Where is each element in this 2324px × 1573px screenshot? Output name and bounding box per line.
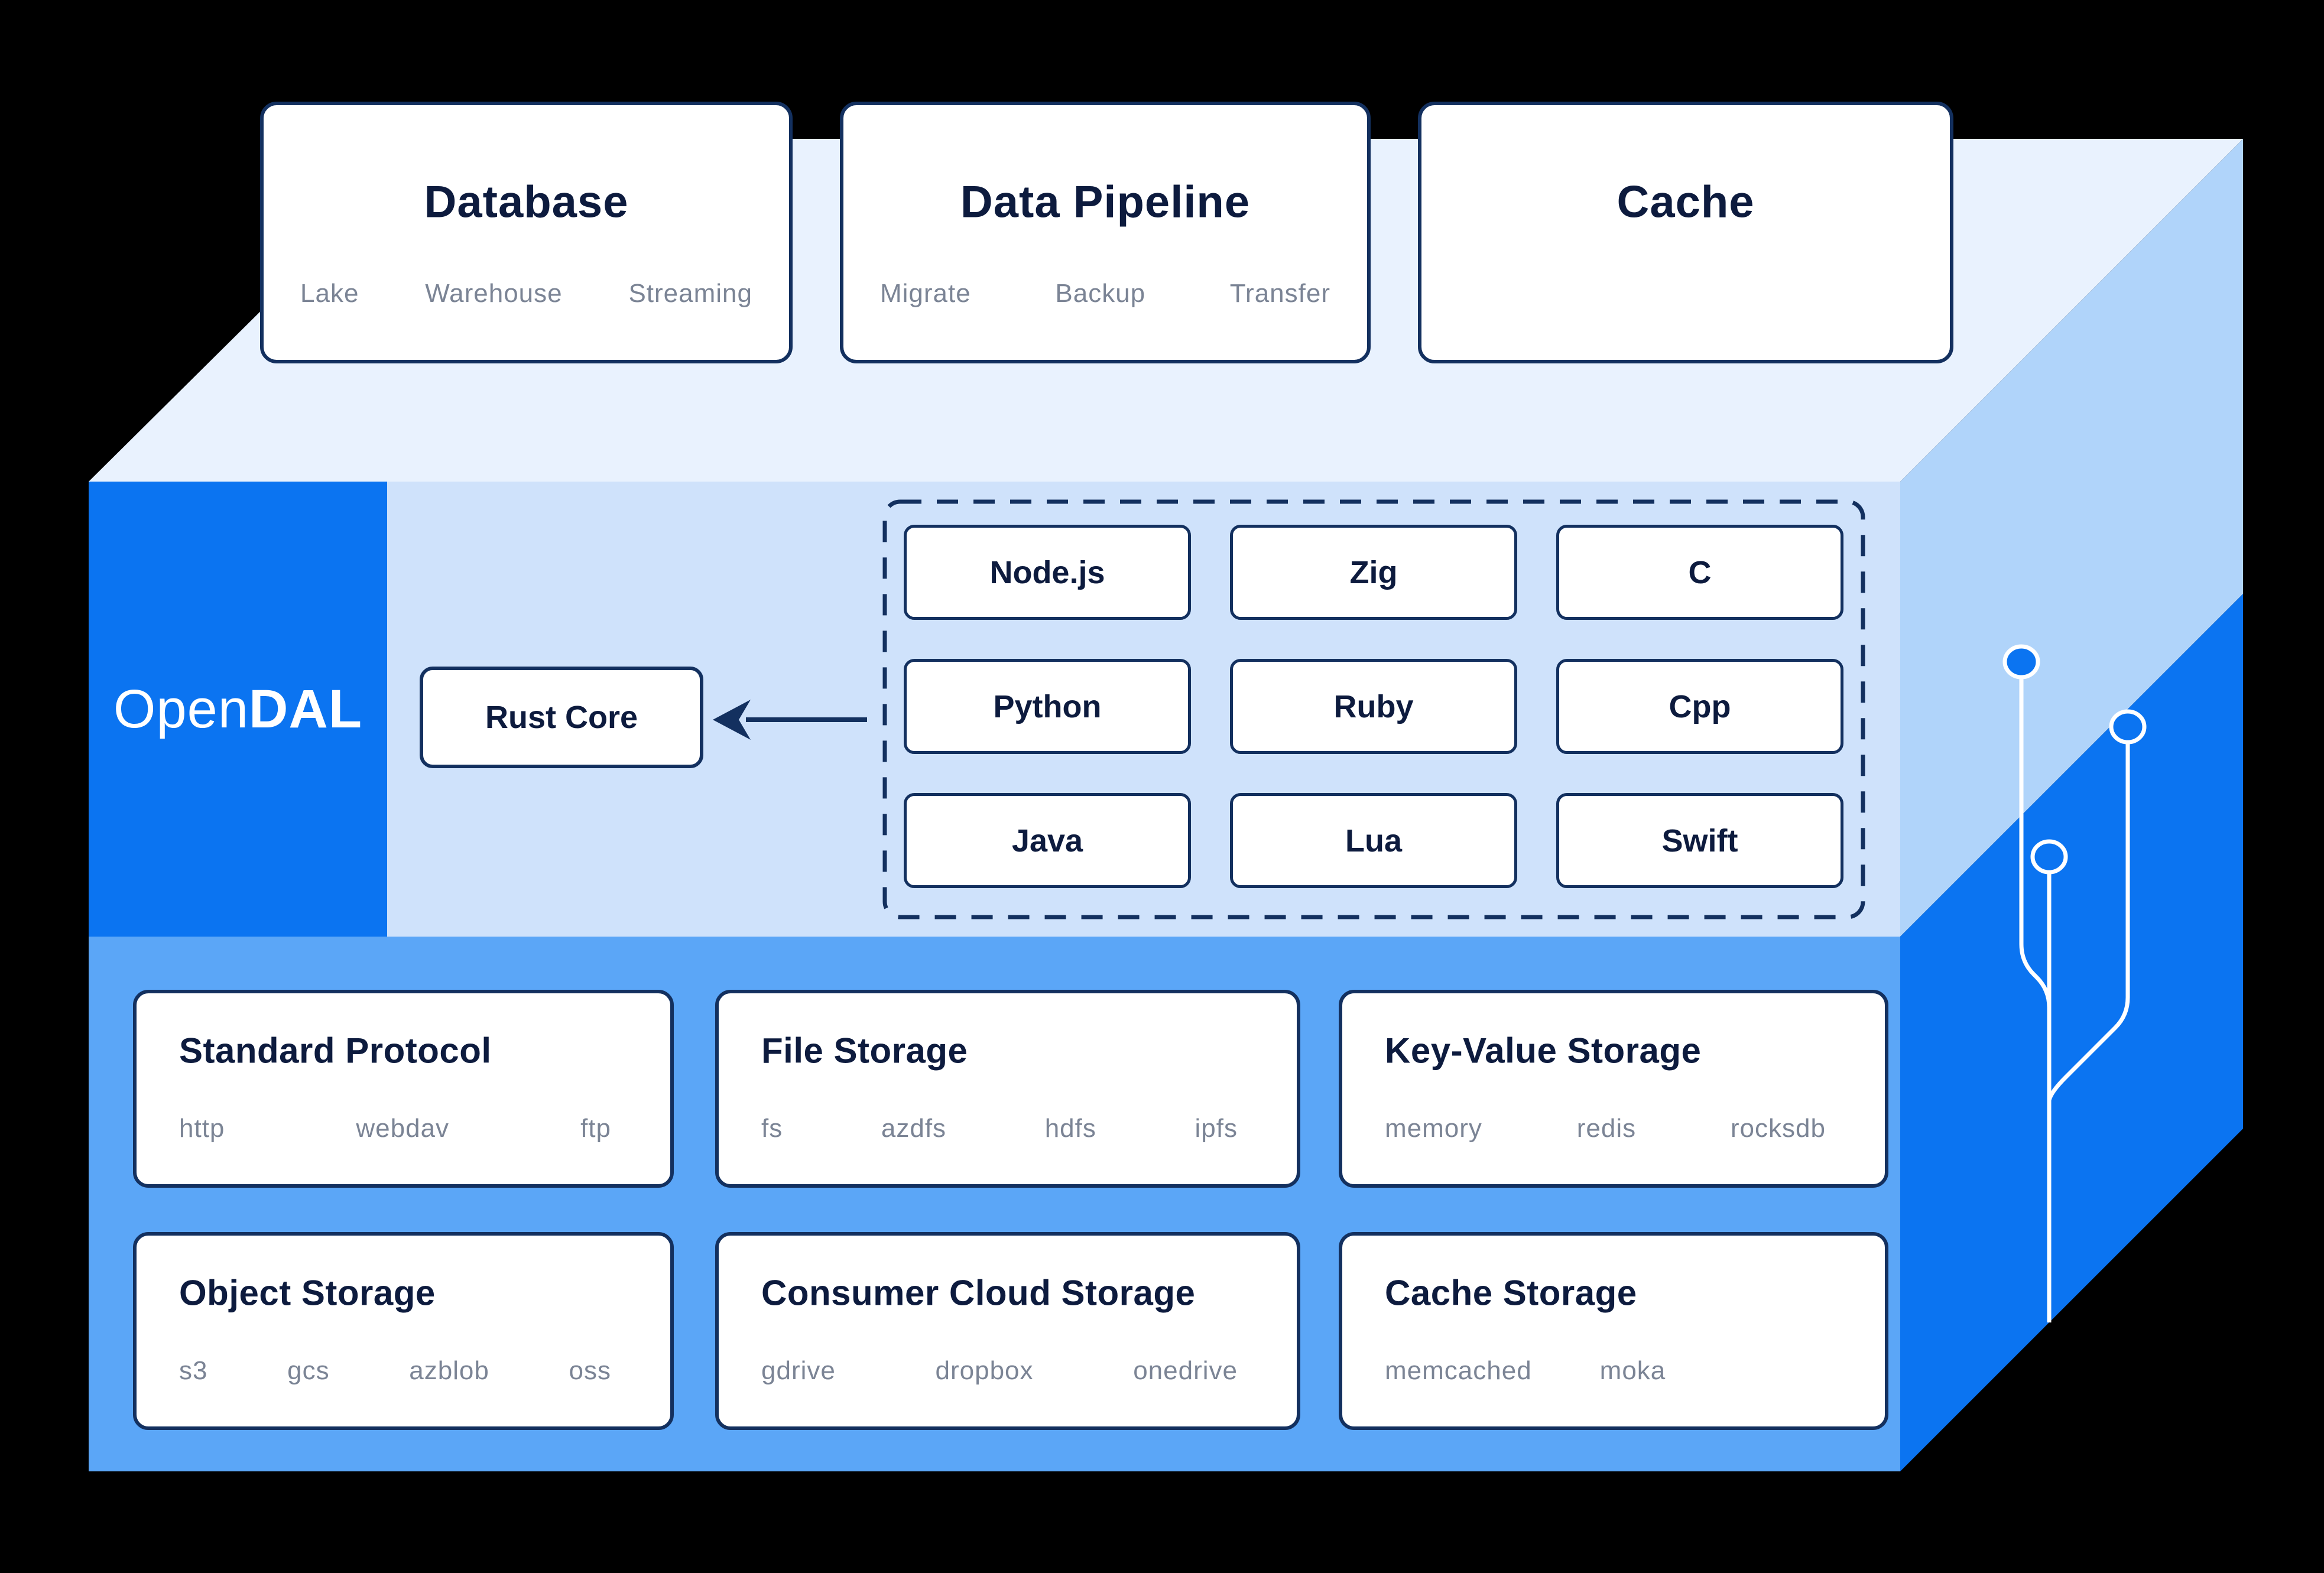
storage-item: moka — [1599, 1356, 1666, 1386]
opendal-logo: OpenDAL — [113, 678, 362, 740]
storage-item: dropbox — [935, 1356, 1034, 1386]
card-standard-protocol: Standard Protocol http webdav ftp — [133, 990, 674, 1188]
storage-item: webdav — [356, 1114, 450, 1143]
card-key-value-storage-title: Key-Value Storage — [1385, 1031, 1702, 1071]
card-consumer-cloud-storage-title: Consumer Cloud Storage — [761, 1273, 1196, 1313]
card-database-item: Lake — [300, 278, 359, 308]
card-cache-storage-items: memcached moka — [1385, 1356, 1826, 1386]
binding-nodejs: Node.js — [904, 525, 1191, 620]
storage-item: azblob — [409, 1356, 489, 1386]
card-cache-title: Cache — [1617, 177, 1755, 228]
binding-label: Zig — [1349, 554, 1398, 590]
card-key-value-storage: Key-Value Storage memory redis rocksdb — [1339, 990, 1888, 1188]
card-consumer-cloud-storage: Consumer Cloud Storage gdrive dropbox on… — [715, 1232, 1300, 1430]
binding-c: C — [1556, 525, 1843, 620]
storage-item: rocksdb — [1730, 1114, 1826, 1143]
storage-item: s3 — [179, 1356, 208, 1386]
binding-label: Java — [1011, 823, 1083, 859]
card-database-item: Streaming — [628, 278, 752, 308]
storage-item: ipfs — [1195, 1114, 1238, 1143]
card-database: Database Lake Warehouse Streaming — [260, 102, 793, 363]
card-object-storage-items: s3 gcs azblob oss — [179, 1356, 611, 1386]
binding-label: Python — [993, 688, 1102, 724]
card-data-pipeline-item: Backup — [1055, 278, 1146, 308]
card-database-items: Lake Warehouse Streaming — [300, 279, 752, 308]
storage-item: oss — [569, 1356, 611, 1386]
card-standard-protocol-items: http webdav ftp — [179, 1114, 611, 1143]
card-file-storage-title: File Storage — [761, 1031, 968, 1071]
card-database-item: Warehouse — [425, 278, 563, 308]
card-cache-storage: Cache Storage memcached moka — [1339, 1232, 1888, 1430]
card-file-storage: File Storage fs azdfs hdfs ipfs — [715, 990, 1300, 1188]
storage-item: onedrive — [1133, 1356, 1238, 1386]
binding-lua: Lua — [1230, 793, 1517, 888]
storage-item: azdfs — [881, 1114, 947, 1143]
storage-item: redis — [1576, 1114, 1637, 1143]
card-key-value-storage-items: memory redis rocksdb — [1385, 1114, 1826, 1143]
card-standard-protocol-title: Standard Protocol — [179, 1031, 492, 1071]
card-file-storage-items: fs azdfs hdfs ipfs — [761, 1114, 1238, 1143]
card-object-storage-title: Object Storage — [179, 1273, 436, 1313]
storage-item: gcs — [287, 1356, 330, 1386]
card-cache-storage-title: Cache Storage — [1385, 1273, 1637, 1313]
binding-zig: Zig — [1230, 525, 1517, 620]
card-data-pipeline-title: Data Pipeline — [960, 177, 1251, 228]
storage-item: ftp — [580, 1114, 611, 1143]
storage-item: http — [179, 1114, 225, 1143]
binding-python: Python — [904, 659, 1191, 754]
card-data-pipeline-items: Migrate Backup Transfer — [880, 279, 1330, 308]
binding-cpp: Cpp — [1556, 659, 1843, 754]
binding-java: Java — [904, 793, 1191, 888]
card-data-pipeline-item: Transfer — [1229, 278, 1330, 308]
binding-label: Ruby — [1333, 688, 1414, 724]
storage-item: memory — [1385, 1114, 1482, 1143]
rust-core-box: Rust Core — [420, 667, 703, 768]
storage-item: hdfs — [1044, 1114, 1096, 1143]
storage-item: gdrive — [761, 1356, 836, 1386]
card-database-title: Database — [424, 177, 629, 228]
card-cache: Cache — [1418, 102, 1953, 363]
card-object-storage: Object Storage s3 gcs azblob oss — [133, 1232, 674, 1430]
binding-label: Lua — [1345, 823, 1402, 859]
binding-swift: Swift — [1556, 793, 1843, 888]
storage-item: fs — [761, 1114, 783, 1143]
binding-ruby: Ruby — [1230, 659, 1517, 754]
card-data-pipeline: Data Pipeline Migrate Backup Transfer — [840, 102, 1371, 363]
binding-label: C — [1688, 554, 1712, 590]
rust-core-label: Rust Core — [485, 700, 638, 735]
card-consumer-cloud-storage-items: gdrive dropbox onedrive — [761, 1356, 1238, 1386]
binding-label: Cpp — [1669, 688, 1731, 724]
card-data-pipeline-item: Migrate — [880, 278, 971, 308]
logo-text-open: Open — [113, 678, 249, 739]
logo-text-dal: DAL — [248, 678, 363, 739]
storage-item: memcached — [1385, 1356, 1532, 1386]
binding-label: Swift — [1661, 823, 1738, 859]
opendal-logo-block: OpenDAL — [89, 482, 387, 937]
binding-label: Node.js — [989, 554, 1105, 590]
